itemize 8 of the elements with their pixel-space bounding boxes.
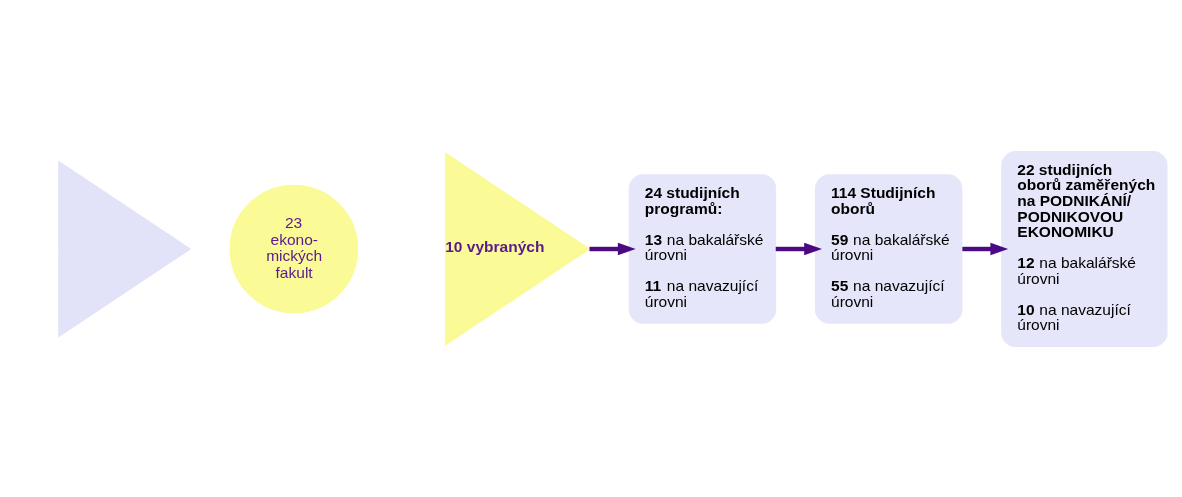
node-box: 114 Studijních oborů 59 na bakalářské úrovni 55 na navazující úrovni [814, 173, 963, 324]
arrow [775, 242, 822, 255]
arrow [962, 242, 1009, 255]
arrow [589, 242, 636, 255]
node-box: 22 studijních oborů zaměřených na PODNIKÁNÍ/ PODNIKOVOU EKONOMIKU 12 na bakalářské úrovni 10 na navazující úrovni [1001, 150, 1168, 347]
node-circle: 23 ekono- mických fakult [229, 184, 359, 313]
node-box: 24 studijních programů: 13 na bakalářské úrovni 11 na navazující úrovni [628, 173, 777, 324]
node-triangle [58, 159, 192, 338]
